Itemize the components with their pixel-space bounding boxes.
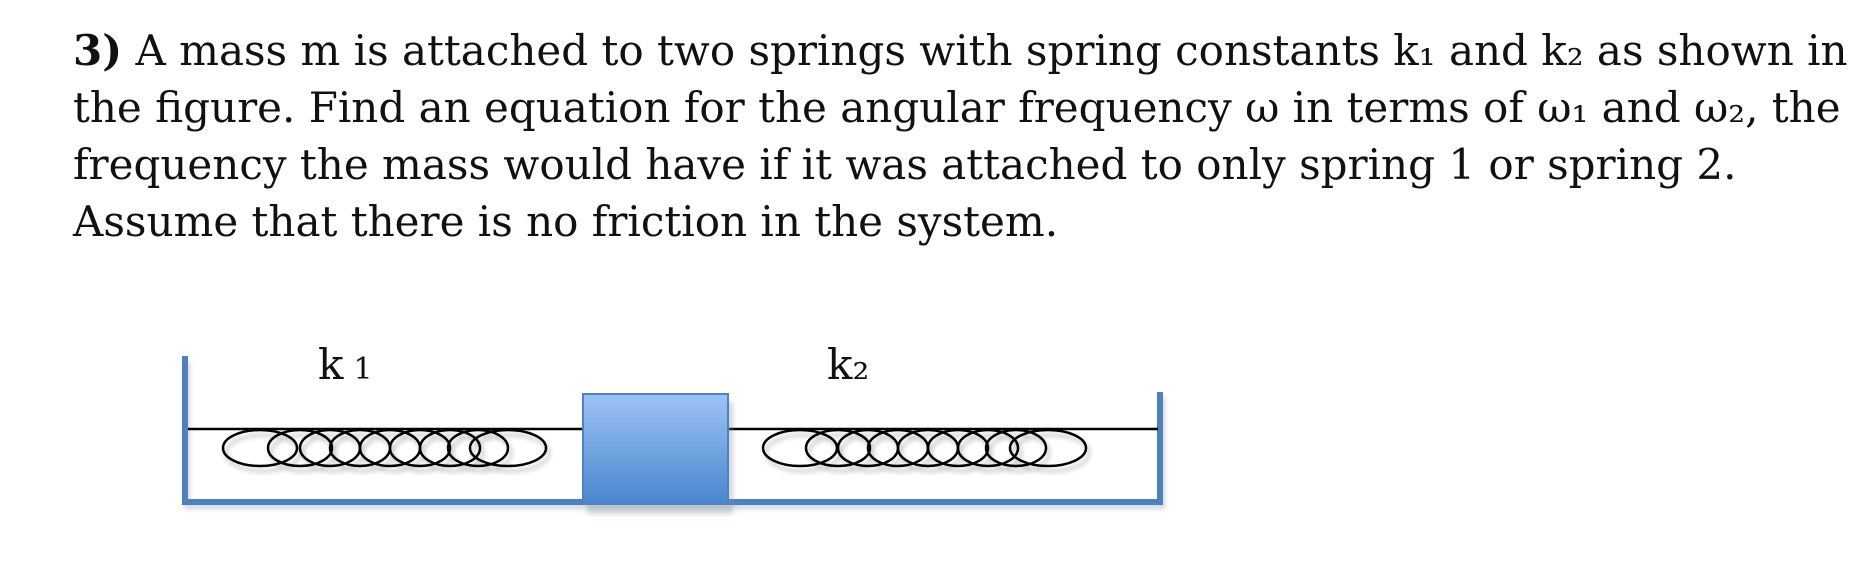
spring1-coil [266,428,334,468]
mass-block [582,393,733,514]
problem-line-2: the figure. Find an equation for the ang… [73,83,1841,132]
problem-line-3: frequency the mass would have if it was … [73,140,1737,189]
problem-statement: 3) A mass m is attached to two springs w… [73,22,1848,250]
problem-line-1: 3) A mass m is attached to two springs w… [73,22,1848,79]
spring-2 [761,428,1091,473]
problem-number: 3) [73,26,123,75]
spring2-coil [984,428,1048,468]
spring-1-label-subscript: 1 [353,352,372,387]
spring2-coil [956,428,1020,468]
spring1-coil [388,428,452,468]
spring1-coil [468,428,548,468]
spring2-coil [1008,428,1088,468]
spring1-coil [446,428,510,468]
problem-text-1: A mass m is attached to two springs with… [122,26,1848,75]
spring-1-label-k: k [318,340,344,389]
spring2-coil [804,428,872,468]
spring1-coil [418,428,482,468]
spring-2-label: k₂ [827,340,869,389]
spring-1 [221,428,551,473]
spring2-coil [926,428,990,468]
problem-line-4: Assume that there is no friction in the … [73,197,1059,246]
spring1-coil [221,428,299,468]
